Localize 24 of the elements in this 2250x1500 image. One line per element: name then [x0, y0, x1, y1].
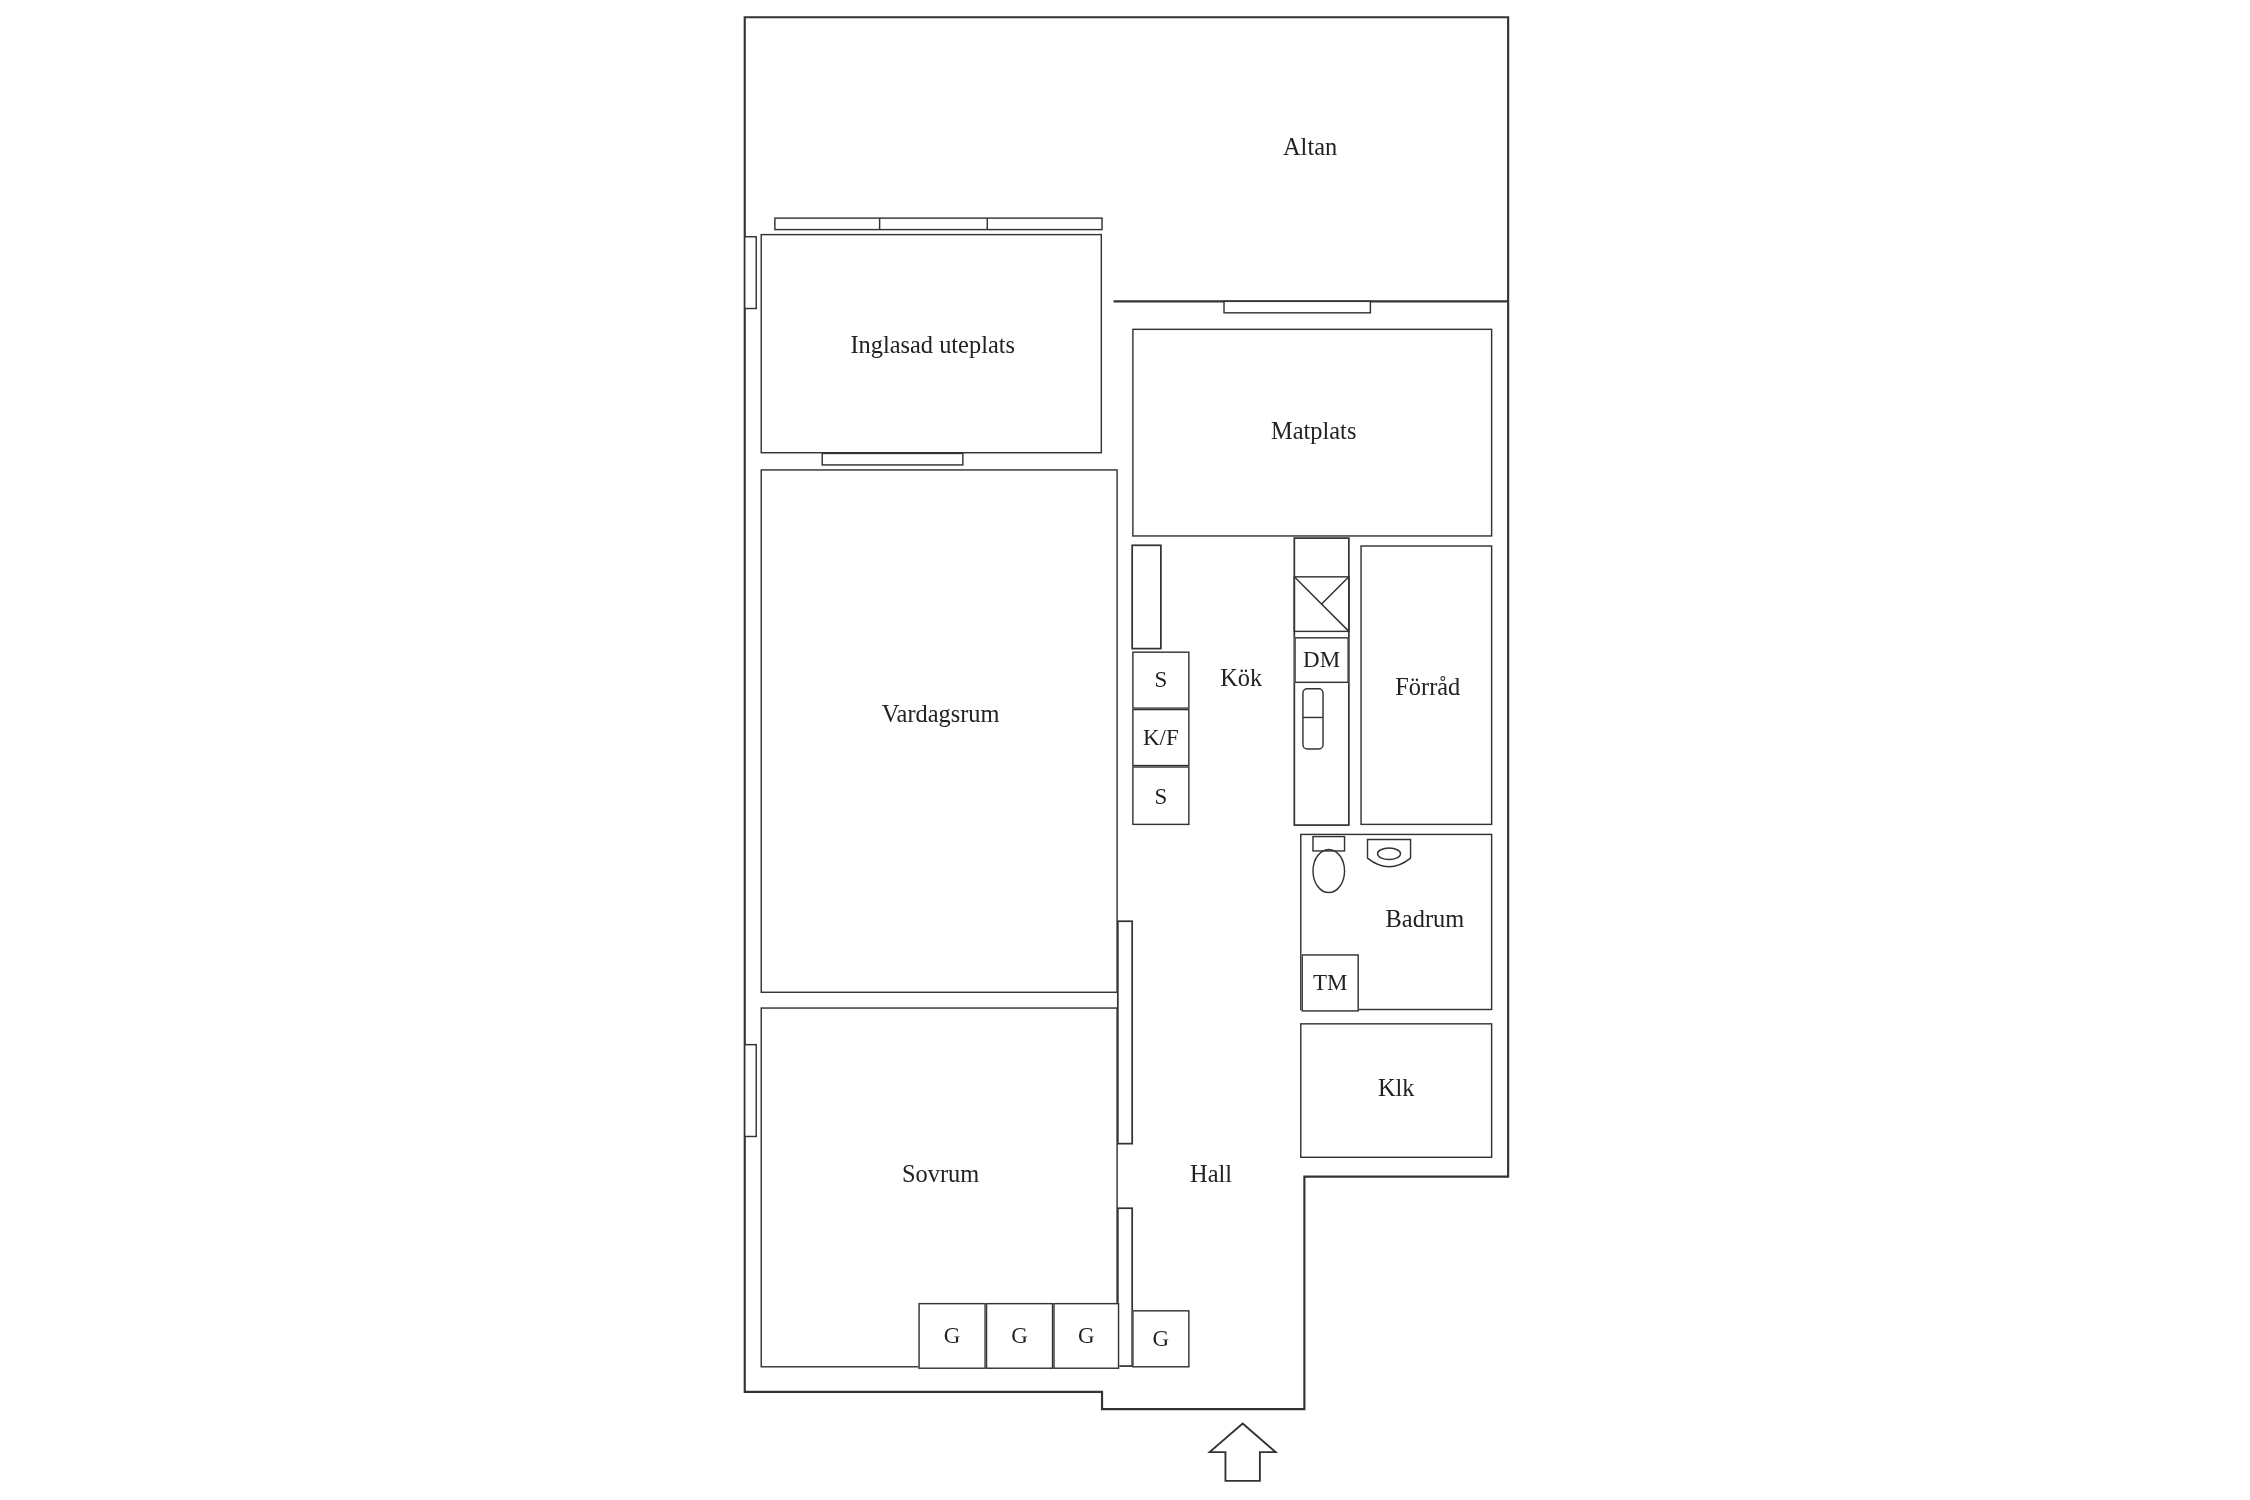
room-label: Matplats: [1271, 417, 1357, 447]
fixture-box: S: [1132, 651, 1190, 709]
room-label: Kök: [1220, 664, 1263, 694]
room-label: Hall: [1190, 1160, 1233, 1190]
room: [1300, 833, 1493, 1011]
room-label: Klk: [1377, 1074, 1415, 1104]
room-label: Sovrum: [902, 1160, 980, 1190]
fixture-box: G: [985, 1302, 1054, 1369]
fixture-box: TM: [1301, 954, 1359, 1012]
room: [1360, 545, 1493, 826]
room-label: Inglasad uteplats: [850, 330, 1016, 360]
room: [1300, 1023, 1493, 1158]
room: [1132, 328, 1493, 537]
room-label: Badrum: [1385, 905, 1465, 935]
fixture-box: DM: [1294, 637, 1349, 684]
fixture-box: G: [1053, 1302, 1120, 1369]
room: [760, 233, 1103, 454]
fixture-box: K/F: [1132, 708, 1190, 767]
fixture-box: S: [1132, 766, 1190, 826]
fixture-box: G: [918, 1302, 986, 1369]
fixture-box: G: [1132, 1310, 1190, 1368]
room-label: Altan: [1283, 133, 1338, 163]
room-label: Vardagsrum: [881, 700, 1000, 729]
room-label: Förråd: [1395, 672, 1461, 701]
